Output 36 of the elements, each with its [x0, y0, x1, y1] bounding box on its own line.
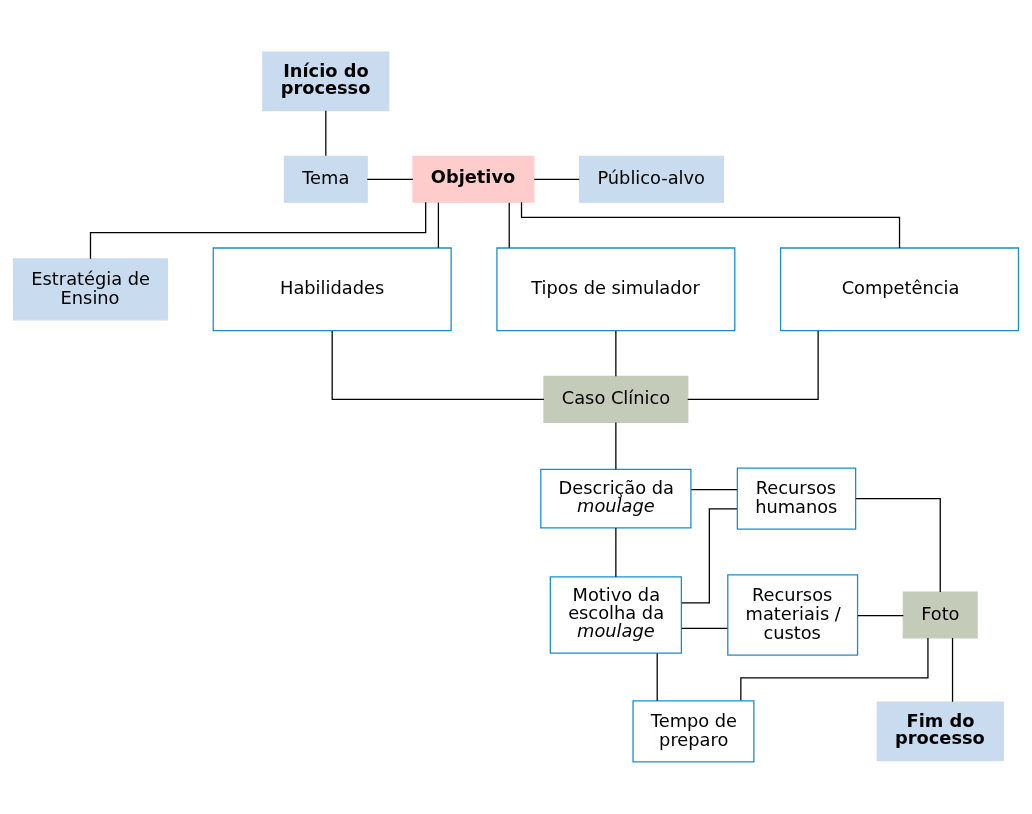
connector: [690, 489, 738, 491]
connector: [615, 330, 617, 377]
node-box: Estratégia de Ensino: [12, 258, 169, 321]
connector: [740, 637, 929, 701]
connector: [615, 421, 617, 470]
node-box: Recursos humanos: [736, 467, 857, 530]
node-box: Descrição da moulage: [540, 468, 692, 529]
connector: [855, 497, 941, 593]
connector: [437, 202, 440, 249]
node-box: Objetivo: [412, 155, 535, 203]
node-box: Tipos de simulador: [496, 247, 736, 332]
connector: [857, 615, 904, 617]
node-box: Caso Clínico: [543, 375, 689, 423]
connector: [681, 508, 738, 604]
connector: [89, 201, 427, 260]
connector: [325, 110, 327, 157]
node-box: Fim do processo: [876, 701, 1004, 762]
node-box: Motivo da escolha da moulage: [549, 576, 682, 654]
node-box: Recursos materiais / custos: [727, 574, 859, 656]
node-box: Competência: [779, 247, 1020, 332]
connector: [656, 652, 658, 702]
node-box: Início do processo: [262, 51, 390, 112]
node-box: Tema: [283, 155, 368, 203]
connector: [533, 178, 580, 180]
node-box: Público-alvo: [578, 155, 724, 203]
node-box: Habilidades: [212, 247, 452, 332]
connector: [951, 637, 954, 703]
connector: [681, 627, 728, 629]
connector: [331, 330, 545, 400]
node-box: Tempo de preparo: [632, 700, 755, 763]
connector: [615, 527, 617, 578]
connector: [687, 330, 819, 400]
connector: [520, 201, 901, 249]
node-box: Foto: [902, 591, 978, 639]
connector: [366, 178, 414, 180]
connector: [508, 202, 510, 249]
